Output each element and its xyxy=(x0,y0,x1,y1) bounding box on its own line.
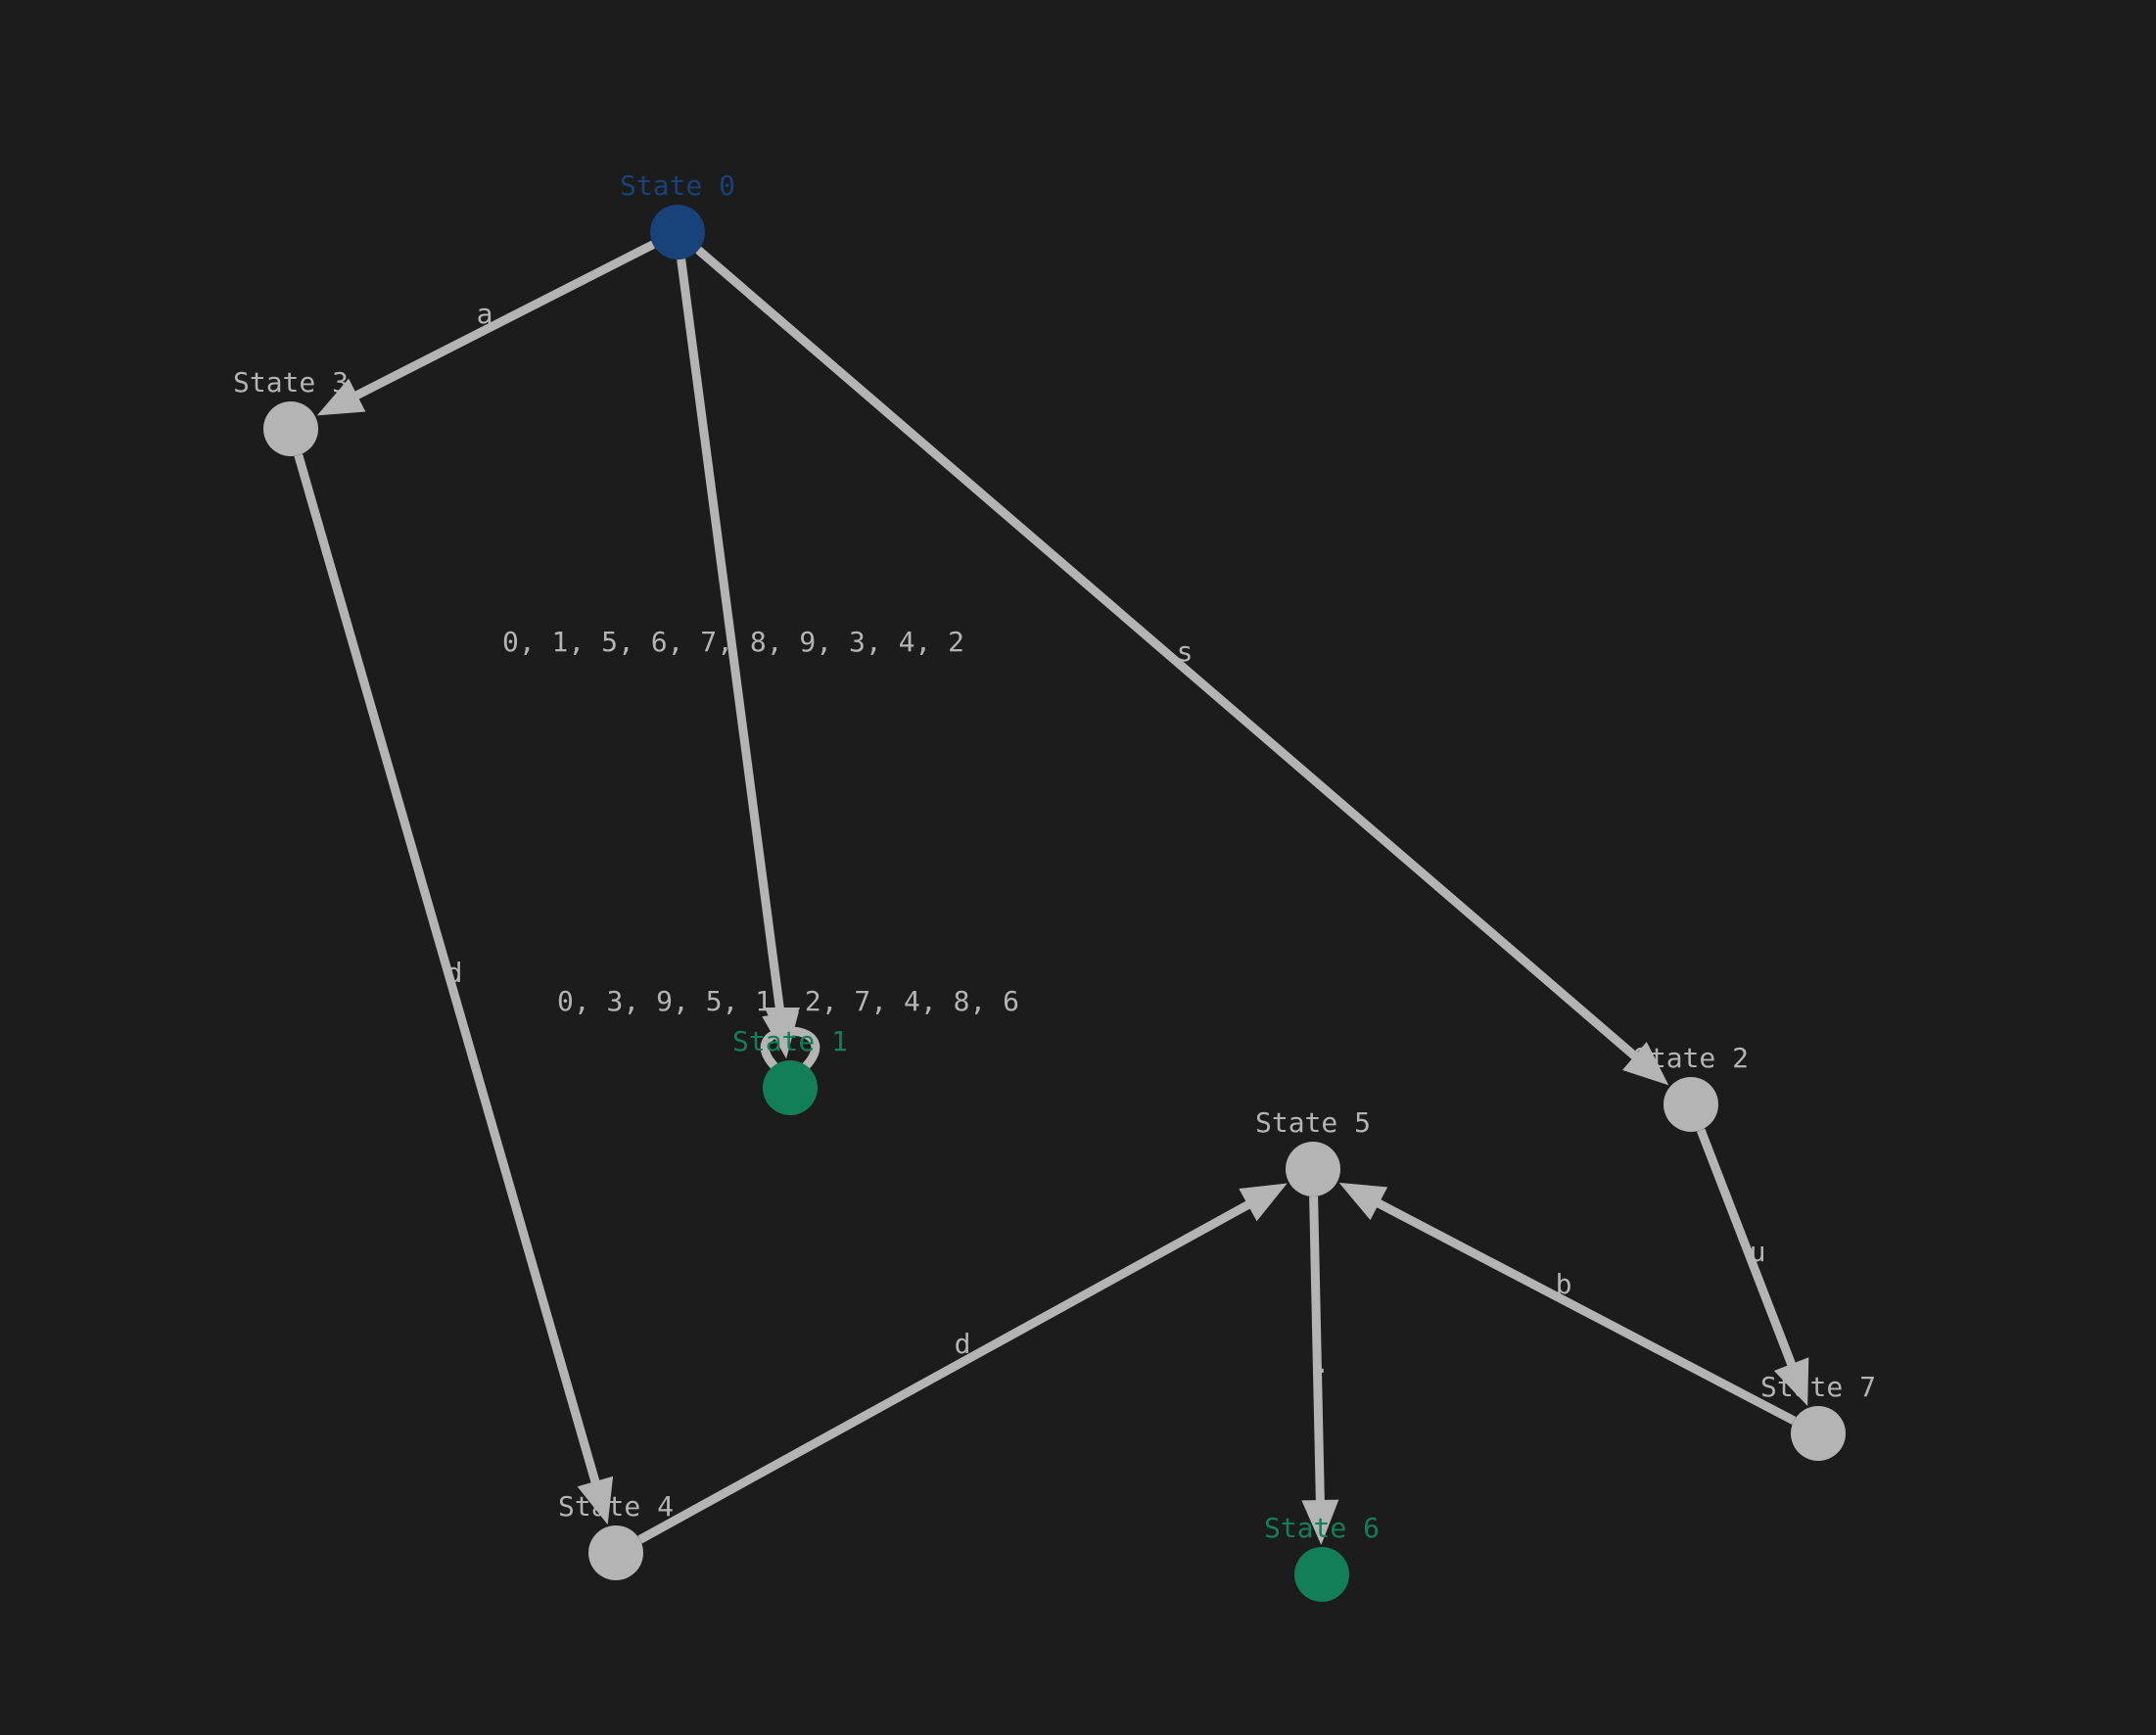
edge-label-s0-s2: s xyxy=(1177,635,1194,668)
state-label-7: State 7 xyxy=(1760,1371,1876,1403)
state-node-7[interactable] xyxy=(1791,1406,1846,1461)
state-node-4[interactable] xyxy=(588,1525,643,1580)
edge-line xyxy=(1696,1128,1798,1370)
edge-line xyxy=(1309,1196,1325,1505)
self-loop-arrow xyxy=(760,1026,820,1070)
edge-label-s0-s3: a xyxy=(477,298,493,330)
edges-layer xyxy=(294,240,1809,1546)
arrowhead xyxy=(1301,1499,1339,1546)
edge-label-s5-s6: . xyxy=(1314,1347,1331,1380)
state-label-6: State 6 xyxy=(1264,1512,1380,1544)
edge-s7-s5 xyxy=(1338,1182,1797,1426)
edge-label-s1-s1: 0, 3, 9, 5, 1, 2, 7, 4, 8, 6 xyxy=(557,985,1019,1017)
arrowhead xyxy=(1338,1182,1388,1221)
edge-line xyxy=(637,1198,1254,1544)
state-label-1: State 1 xyxy=(732,1025,848,1057)
state-label-3: State 3 xyxy=(233,366,349,399)
edge-line xyxy=(294,453,601,1487)
edge-s4-s5 xyxy=(637,1183,1288,1544)
edge-label-s3-s4: d xyxy=(446,957,463,989)
state-node-2[interactable] xyxy=(1664,1077,1718,1132)
edge-s2-s7 xyxy=(1696,1128,1809,1407)
edge-s0-s1 xyxy=(677,258,799,1059)
state-node-6[interactable] xyxy=(1294,1547,1349,1602)
edge-s3-s4 xyxy=(294,453,614,1525)
edge-line xyxy=(352,240,656,401)
state-label-4: State 4 xyxy=(558,1490,674,1523)
arrowhead xyxy=(1773,1357,1809,1407)
edge-label-s4-s5: d xyxy=(955,1328,971,1360)
labels-layer: State 0 State 1 State 2 State 3 State 4 State… xyxy=(233,169,1876,1544)
edge-line xyxy=(1373,1197,1797,1426)
arrowhead xyxy=(765,1008,800,1049)
edge-s5-s6 xyxy=(1301,1196,1339,1546)
edge-label-s0-s1: 0, 1, 5, 6, 7, 8, 9, 3, 4, 2 xyxy=(502,626,964,658)
state-node-3[interactable] xyxy=(263,401,318,456)
edge-label-s7-s5: b xyxy=(1556,1268,1572,1300)
edge-line xyxy=(677,258,786,1019)
arrowhead xyxy=(577,1476,614,1525)
state-label-2: State 2 xyxy=(1633,1042,1749,1074)
edge-line xyxy=(695,246,1641,1062)
edge-s0-s2 xyxy=(695,246,1669,1086)
edge-s0-s3 xyxy=(316,240,656,416)
state-node-1[interactable] xyxy=(763,1060,818,1115)
nodes-layer xyxy=(263,205,1846,1602)
state-label-0: State 0 xyxy=(620,169,735,202)
edge-s1-s1 xyxy=(760,1008,820,1070)
state-label-5: State 5 xyxy=(1255,1106,1371,1139)
state-node-5[interactable] xyxy=(1286,1142,1340,1196)
arrowhead xyxy=(1239,1183,1288,1222)
arrowhead xyxy=(1622,1042,1669,1086)
arrowhead xyxy=(316,378,366,416)
edge-label-s2-s7: u xyxy=(1750,1236,1766,1268)
state-node-0[interactable] xyxy=(650,205,705,259)
